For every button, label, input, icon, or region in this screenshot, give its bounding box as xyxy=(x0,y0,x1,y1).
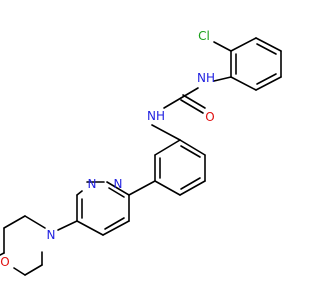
bond-morpholine-4 xyxy=(0,252,5,256)
bond-clphenyl-double-1 xyxy=(256,43,277,55)
bond-clphenyl-4 xyxy=(255,76,282,91)
bond-phenyl-pyridazine xyxy=(128,180,156,196)
bond-c-nh-bottom xyxy=(163,97,182,109)
bond-phenyl-double-2 xyxy=(180,177,201,190)
urea-nh-top-label: NH xyxy=(197,71,215,85)
bond-pyridazine-double-1 xyxy=(108,187,125,198)
bond-phenyl-1 xyxy=(179,139,206,156)
morpholine-o-label: O xyxy=(0,255,9,269)
bond-morpholine-6 xyxy=(24,264,43,276)
morpholine-n-label: N xyxy=(47,228,56,242)
bond-clphenyl-5 xyxy=(230,76,257,91)
bond-phenyl-3 xyxy=(179,180,206,196)
bond-c-o-1 xyxy=(180,99,204,114)
bond-pyridazine-3 xyxy=(76,190,83,196)
pyridazine-n2-label: N xyxy=(88,177,97,191)
molecule-structure-diagram: Cl NH O NH N N N O xyxy=(0,29,282,276)
bond-cl-ring xyxy=(213,41,232,52)
atom-labels: Cl NH O NH N N N O xyxy=(0,29,215,269)
bond-pyridazine-6 xyxy=(102,220,130,236)
bond-morpholine-2 xyxy=(3,215,26,229)
bond-morpholine-7 xyxy=(13,267,26,276)
bond-pyridazine-double-3 xyxy=(104,217,125,230)
bond-pyridazine-1 xyxy=(106,181,130,196)
bond-clphenyl-1 xyxy=(230,37,257,52)
bond-pyridazine-morpholine xyxy=(57,220,78,231)
bond-pyridazine-5 xyxy=(76,220,104,236)
bonds xyxy=(0,37,282,276)
bond-nh-bottom-ring xyxy=(151,124,181,141)
urea-oxygen-label: O xyxy=(205,110,214,124)
bond-nh-top-c xyxy=(180,87,199,99)
bond-c-o-2 xyxy=(182,94,206,109)
bond-clphenyl-2 xyxy=(255,37,282,52)
bond-phenyl-6 xyxy=(154,139,181,156)
bond-phenyl-4 xyxy=(154,180,181,196)
bond-clphenyl-double-2 xyxy=(256,73,277,85)
bond-ring-nh-top xyxy=(213,76,232,82)
chlorine-label: Cl xyxy=(198,29,210,43)
bond-morpholine-1 xyxy=(24,215,46,229)
urea-nh-bottom-label: NH xyxy=(147,109,165,123)
bond-phenyl-double-1 xyxy=(180,145,201,158)
pyridazine-n1-label: N xyxy=(114,177,123,191)
